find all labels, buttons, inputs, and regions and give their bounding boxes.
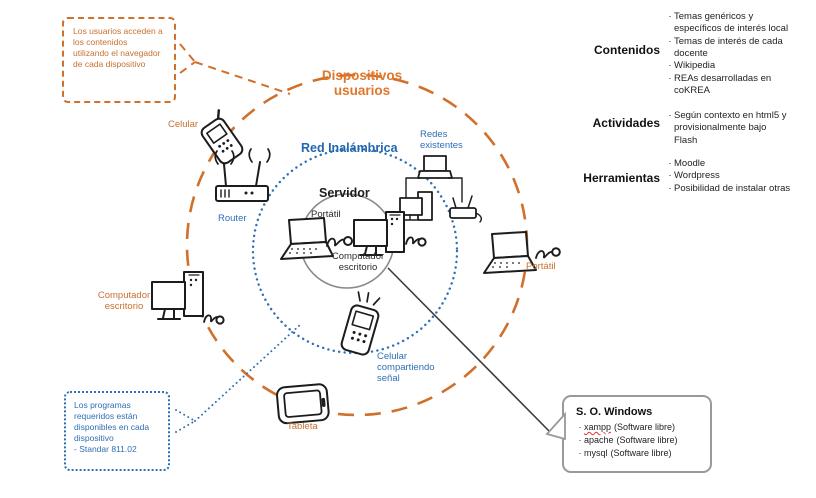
users-note-connector bbox=[179, 43, 291, 95]
list-item-text: Wordpress bbox=[674, 170, 720, 182]
escritorio-left-label: Computador escritorio bbox=[97, 290, 151, 313]
bullet: · bbox=[668, 72, 672, 84]
section-header-actividades: Actividades bbox=[592, 116, 660, 130]
bullet: · bbox=[668, 35, 672, 47]
windows-item-name: apache bbox=[584, 434, 614, 445]
list-item: ·Temas de interés de cada docente bbox=[666, 36, 798, 61]
windows-box-title: S. O. Windows bbox=[576, 406, 653, 418]
bullet: · bbox=[578, 447, 582, 458]
tableta-icon bbox=[276, 383, 330, 425]
windows-item: · xampp(Software libre) bbox=[576, 421, 702, 434]
devices-ring-label: Dispositivos usuarios bbox=[321, 68, 403, 99]
list-item-text: Temas de interés de cada docente bbox=[674, 35, 783, 60]
windows-item-name: xampp bbox=[584, 422, 612, 432]
list-item: ·Temas genéricos y específicos de interé… bbox=[666, 11, 798, 36]
mouse-icon bbox=[326, 236, 353, 247]
list-item: ·Moodle bbox=[666, 158, 816, 170]
bullet: · bbox=[578, 422, 582, 432]
list-item-text: Wikipedia bbox=[674, 60, 716, 72]
windows-item: · apache(Software libre) bbox=[576, 434, 702, 447]
contenidos-list: ·Temas genéricos y específicos de interé… bbox=[666, 11, 798, 97]
router-icon bbox=[214, 148, 271, 202]
programs-note-standard: - Standar 811.02 bbox=[74, 444, 137, 455]
bullet: · bbox=[668, 11, 672, 22]
users-note-text: Los usuarios acceden a los contenidos ut… bbox=[73, 26, 163, 70]
list-item-text: REAs desarrolladas en coKREA bbox=[674, 72, 772, 97]
windows-item: · mysql(Software libre) bbox=[576, 447, 702, 460]
redes-existentes-label: Redes existentes bbox=[420, 129, 463, 152]
section-header-herramientas: Herramientas bbox=[583, 171, 660, 185]
users-note-callout: Los usuarios acceden a los contenidos ut… bbox=[62, 17, 176, 103]
herramientas-list: ·Moodle ·Wordpress ·Posibilidad de insta… bbox=[666, 158, 816, 195]
portatil-servidor-icon bbox=[280, 217, 334, 260]
redes-existentes-icon bbox=[399, 155, 483, 223]
router-label: Router bbox=[218, 213, 247, 224]
wireless-ring-label: Red Inalámbrica bbox=[301, 141, 398, 155]
windows-box: S. O. Windows · xampp(Software libre) · … bbox=[562, 395, 712, 473]
portatil-servidor-label: Portátil bbox=[311, 209, 341, 220]
celular-senal-icon bbox=[340, 291, 381, 356]
windows-item-desc: (Software libre) bbox=[616, 434, 678, 445]
windows-box-pointer bbox=[545, 412, 566, 441]
bullet: · bbox=[668, 170, 672, 182]
programs-note-text: Los programas requeridos están disponibl… bbox=[74, 400, 150, 444]
escritorio-servidor-icon bbox=[353, 211, 427, 256]
list-item: ·REAs desarrolladas en coKREA bbox=[666, 73, 798, 98]
bullet: · bbox=[668, 182, 672, 194]
bullet: · bbox=[578, 434, 582, 445]
windows-box-connector bbox=[387, 267, 553, 435]
actividades-list: ·Según contexto en html5 y provisionalme… bbox=[666, 110, 788, 147]
programs-note-callout: Los programas requeridos están disponibl… bbox=[64, 391, 170, 471]
programs-note-connector bbox=[175, 323, 302, 433]
tableta-label: Tableta bbox=[287, 421, 318, 432]
escritorio-left-icon bbox=[151, 271, 225, 325]
windows-item-name: mysql bbox=[584, 447, 608, 458]
list-item: ·Según contexto en html5 y provisionalme… bbox=[666, 110, 788, 147]
portatil-right-icon bbox=[483, 231, 561, 274]
escritorio-servidor-label: Computador escritorio bbox=[331, 251, 385, 274]
windows-item-desc: (Software libre) bbox=[614, 422, 676, 432]
windows-item-desc: (Software libre) bbox=[610, 447, 672, 458]
bullet: · bbox=[668, 110, 672, 121]
section-header-contenidos: Contenidos bbox=[594, 43, 660, 57]
list-item-text: Según contexto en html5 y provisionalmen… bbox=[674, 110, 787, 146]
list-item: ·Wikipedia bbox=[666, 60, 798, 72]
bullet: · bbox=[668, 158, 672, 169]
list-item: ·Wordpress bbox=[666, 170, 816, 182]
list-item-text: Posibilidad de instalar otras bbox=[674, 182, 791, 194]
bullet: · bbox=[668, 60, 672, 72]
celular-icon bbox=[200, 109, 244, 165]
celular-label: Celular bbox=[168, 119, 199, 130]
portatil-right-label: Portátil bbox=[526, 261, 556, 272]
celular-senal-label: Celular compartiendo señal bbox=[377, 351, 435, 385]
list-item: ·Posibilidad de instalar otras bbox=[666, 183, 816, 195]
list-item-text: Temas genéricos y específicos de interés… bbox=[674, 11, 789, 35]
list-item-text: Moodle bbox=[674, 158, 706, 169]
server-ring-label: Servidor bbox=[319, 186, 370, 200]
